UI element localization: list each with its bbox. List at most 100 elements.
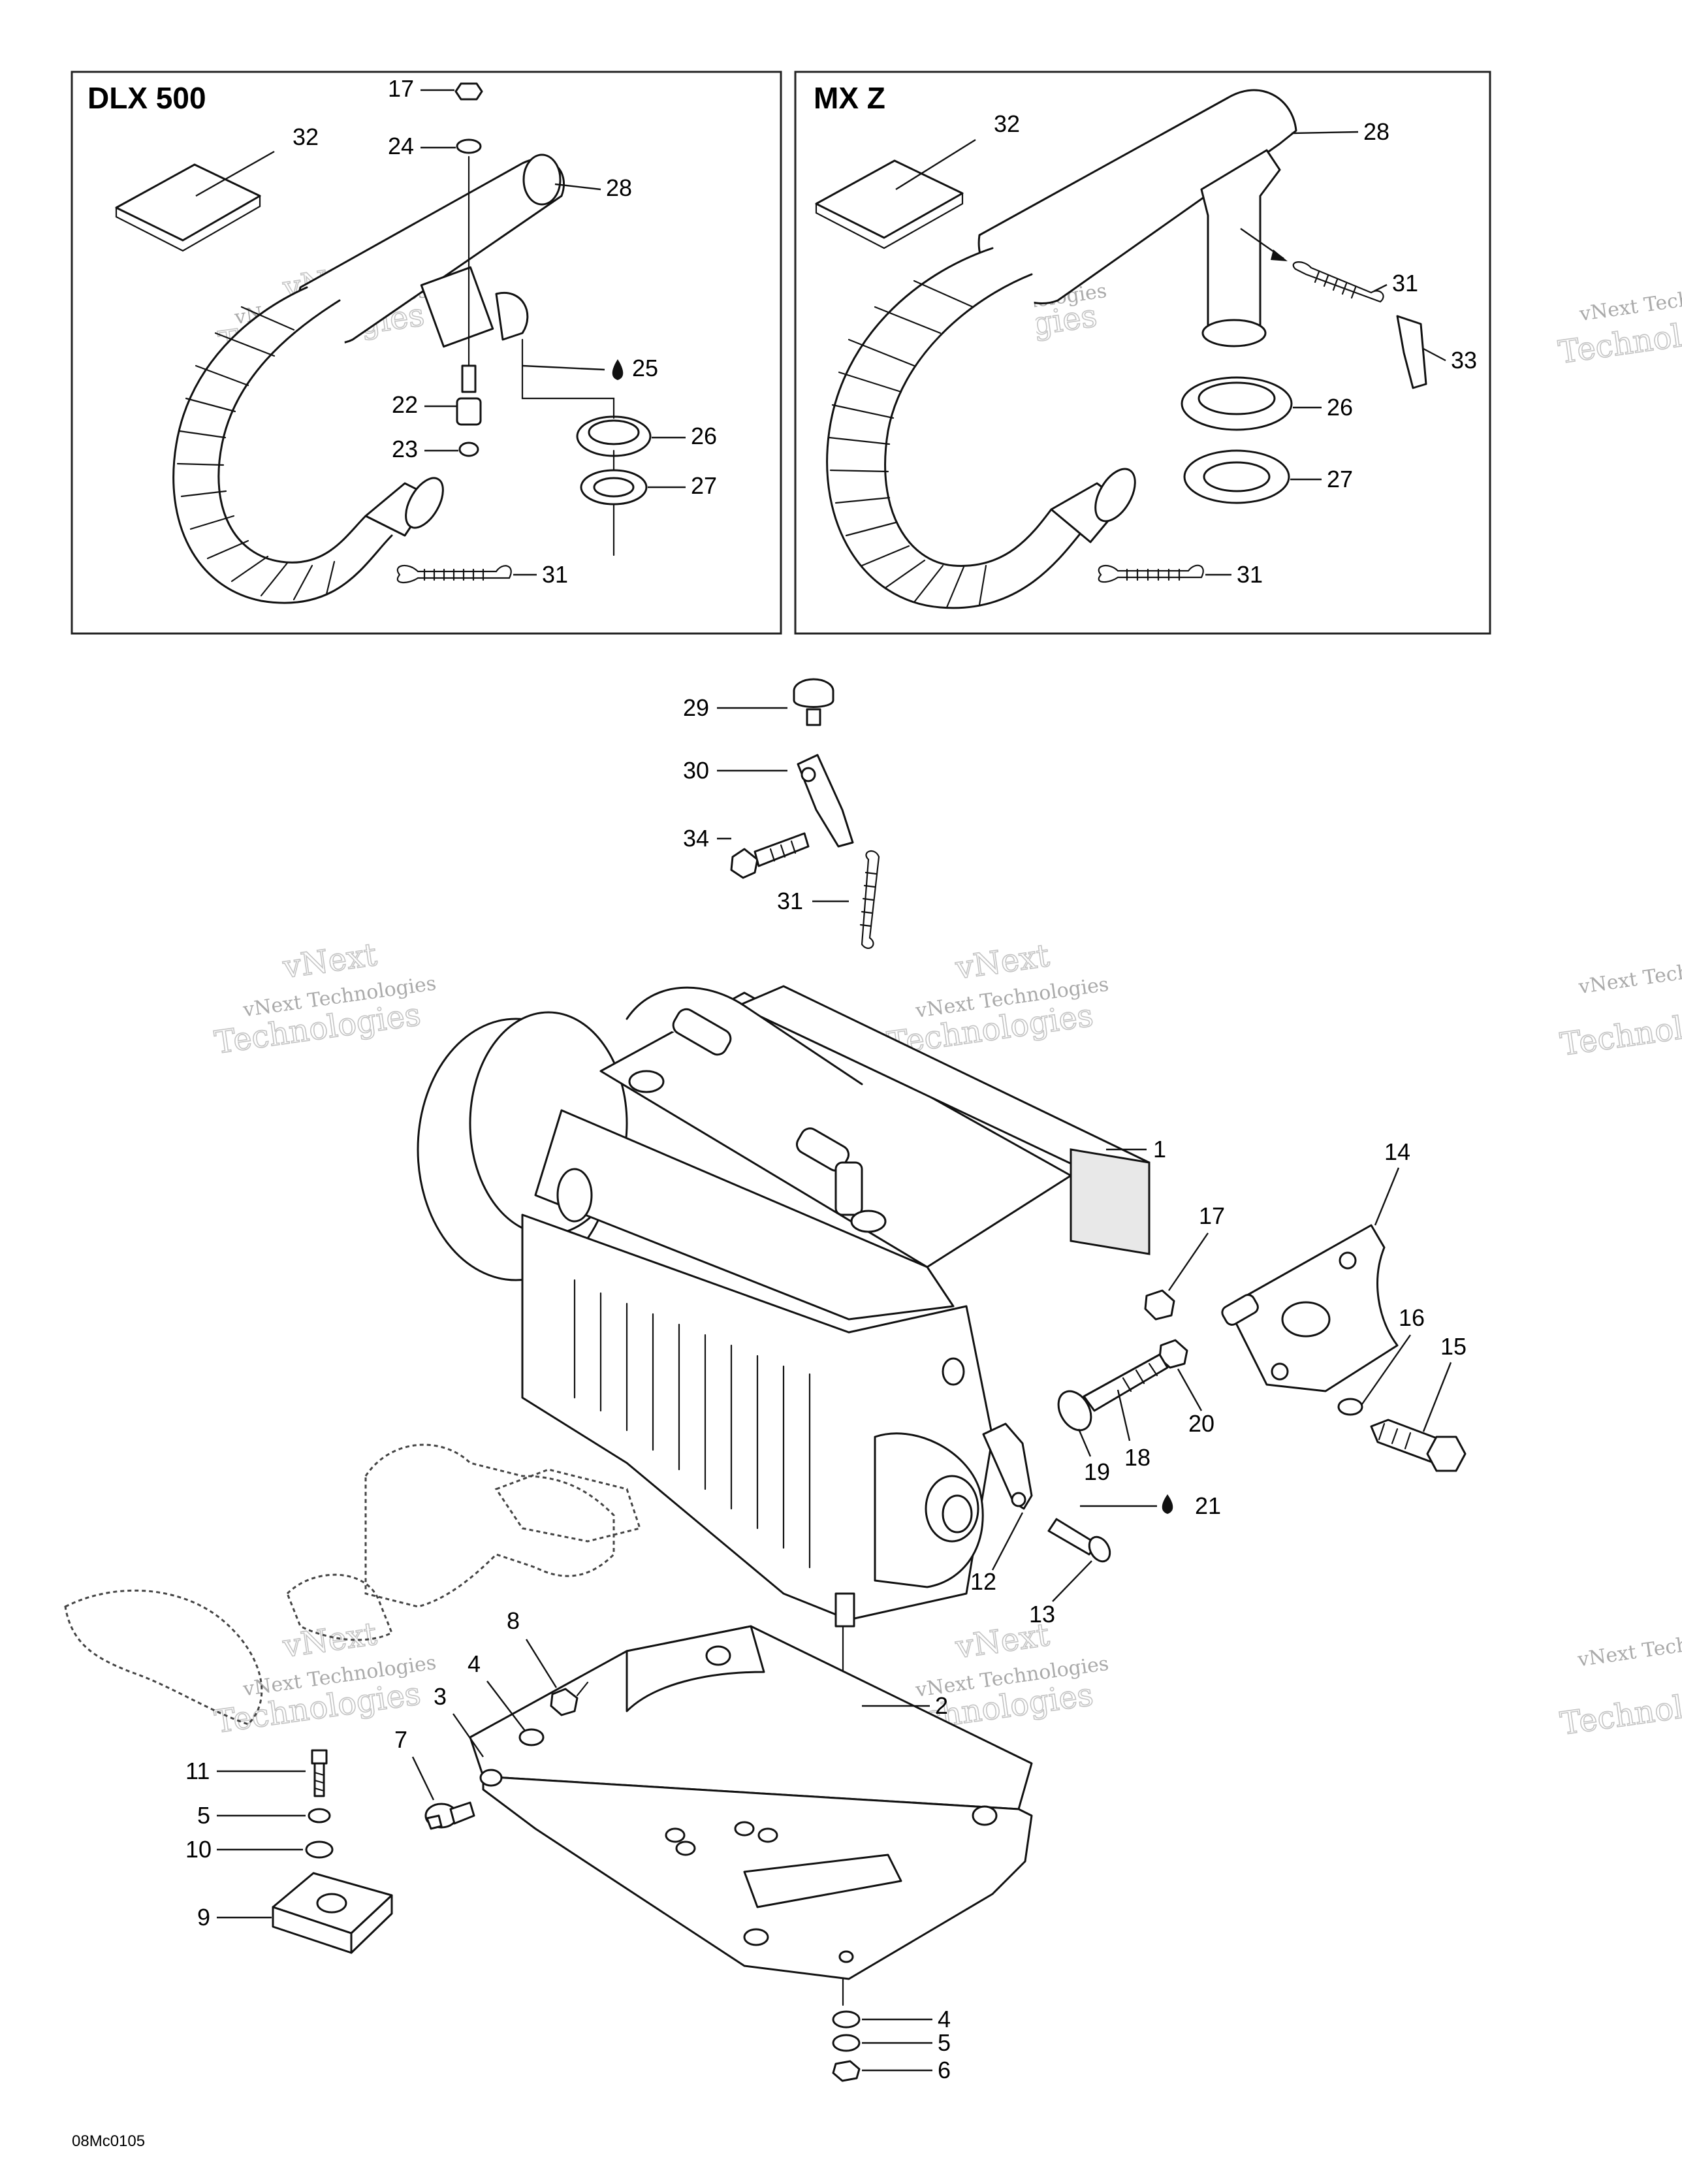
callout-31: 31 bbox=[777, 888, 803, 914]
watermark-small: vNext Technologies bbox=[1578, 276, 1682, 326]
leader bbox=[1423, 347, 1446, 362]
muffler-end bbox=[1226, 89, 1297, 145]
callout-4: 4 bbox=[938, 2006, 951, 2032]
mxz-callouts: 32 28 31 33 26 27 31 bbox=[895, 110, 1477, 588]
nut-6 bbox=[832, 2060, 861, 2082]
callout-4: 4 bbox=[468, 1650, 481, 1677]
callout-17: 17 bbox=[1199, 1202, 1225, 1229]
gasket-26-inner bbox=[588, 419, 640, 445]
pto-shaft bbox=[942, 1494, 973, 1534]
mount-plate-hole bbox=[1271, 1362, 1289, 1381]
callout-31: 31 bbox=[542, 561, 568, 588]
bracket-30-hole bbox=[801, 767, 816, 782]
watermark-top: vNext bbox=[280, 937, 379, 986]
watermark-small: vNext Technologies bbox=[1576, 1622, 1682, 1671]
outlet-flange bbox=[1201, 319, 1267, 347]
leader bbox=[1422, 1362, 1452, 1432]
bracket-33 bbox=[1396, 315, 1427, 389]
leader bbox=[1373, 283, 1388, 293]
mount-9-hole bbox=[316, 1893, 347, 1914]
leader bbox=[522, 364, 605, 371]
dlx500-parts bbox=[115, 82, 652, 604]
muffler-outlet bbox=[495, 292, 529, 341]
washer-24 bbox=[456, 138, 482, 154]
callout-34: 34 bbox=[683, 825, 709, 852]
callout-17: 17 bbox=[388, 75, 414, 102]
callout-26: 26 bbox=[691, 423, 717, 449]
cap-29-body bbox=[793, 690, 834, 708]
outlet-leader bbox=[521, 338, 615, 419]
nut-17 bbox=[454, 82, 483, 101]
stud-7-hex bbox=[449, 1801, 475, 1825]
manifold-outline bbox=[364, 1443, 615, 1608]
mount-stud bbox=[834, 1592, 855, 1628]
gasket-26-inner bbox=[1198, 381, 1276, 415]
plate-hole bbox=[743, 1928, 769, 1946]
dlx500-title: DLX 500 bbox=[87, 81, 206, 115]
spring-31-coils bbox=[1126, 568, 1181, 581]
heat-pad bbox=[115, 163, 261, 242]
washer-4 bbox=[518, 1728, 545, 1746]
leader bbox=[1177, 1368, 1203, 1411]
watermark-small: vNext Technologies bbox=[1577, 949, 1682, 999]
callout-20: 20 bbox=[1188, 1410, 1214, 1437]
cooling-fins bbox=[573, 1279, 811, 1569]
stud-18-thread bbox=[1122, 1362, 1158, 1392]
washer-4 bbox=[832, 2010, 861, 2029]
nut-23 bbox=[458, 442, 479, 457]
leader bbox=[411, 1756, 435, 1801]
callout-9: 9 bbox=[197, 1904, 210, 1931]
leader bbox=[1077, 1428, 1092, 1457]
washer-10 bbox=[305, 1840, 334, 1859]
sealant-drop-icon bbox=[1162, 1494, 1173, 1514]
plate-hole bbox=[972, 1805, 998, 1826]
exhaust-stub-end bbox=[1094, 468, 1136, 522]
mount-plate-tab bbox=[1221, 1294, 1259, 1326]
screw-13 bbox=[1047, 1518, 1098, 1556]
exhaust-pipe-ribs bbox=[828, 280, 987, 609]
callout-25: 25 bbox=[632, 355, 658, 381]
bolt-15-head bbox=[1426, 1436, 1467, 1472]
callout-22: 22 bbox=[392, 391, 418, 418]
callout-24: 24 bbox=[388, 133, 414, 159]
bolt-34-shank bbox=[754, 832, 810, 867]
leader bbox=[525, 1639, 558, 1688]
mount-plate-hole bbox=[1339, 1251, 1357, 1270]
bolt-15-thread bbox=[1378, 1422, 1412, 1450]
nut-8-axis bbox=[576, 1681, 589, 1697]
washer-16 bbox=[1337, 1398, 1363, 1416]
head-bolt bbox=[850, 1210, 887, 1233]
plate-hole bbox=[675, 1840, 696, 1856]
callout-1: 1 bbox=[1153, 1136, 1166, 1163]
callout-27: 27 bbox=[691, 472, 717, 499]
leader bbox=[195, 150, 275, 197]
leader bbox=[1052, 1560, 1092, 1602]
callout-8: 8 bbox=[507, 1607, 520, 1634]
plate-slot bbox=[743, 1854, 902, 1908]
nut-17 bbox=[1144, 1289, 1175, 1321]
spring-31 bbox=[861, 850, 880, 949]
callout-30: 30 bbox=[683, 757, 709, 784]
manifold-reference bbox=[64, 1443, 641, 1726]
watermark-top: vNext bbox=[953, 937, 1051, 987]
callout-7: 7 bbox=[394, 1726, 407, 1753]
callout-27: 27 bbox=[1327, 466, 1353, 492]
leader bbox=[554, 183, 601, 191]
callout-5: 5 bbox=[197, 1802, 210, 1829]
spring-22 bbox=[461, 364, 477, 393]
sealant-drop-icon bbox=[612, 359, 624, 380]
dlx500-panel bbox=[71, 71, 782, 635]
mount-hole bbox=[942, 1357, 965, 1386]
callout-31: 31 bbox=[1237, 561, 1263, 588]
callout-11: 11 bbox=[185, 1758, 210, 1784]
callout-2: 2 bbox=[935, 1692, 948, 1719]
bolt-11-head bbox=[311, 1749, 328, 1765]
watermark-big: Technologies bbox=[1558, 1677, 1682, 1742]
mxz-parts bbox=[815, 89, 1427, 609]
grommet-22 bbox=[456, 397, 482, 426]
leader bbox=[1291, 131, 1359, 135]
spring-31 bbox=[396, 564, 512, 583]
gasket-27-hole bbox=[1203, 461, 1271, 492]
